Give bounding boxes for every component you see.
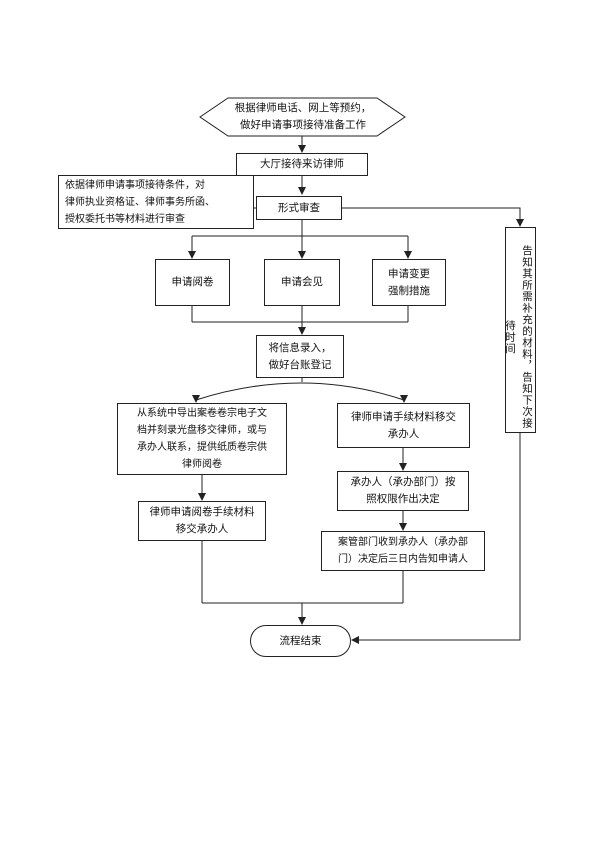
formal-review-node: 形式审查 bbox=[256, 196, 342, 220]
arrow-review-to-sidenote bbox=[342, 207, 524, 227]
arrow-sidenote-to-end bbox=[351, 433, 521, 644]
start-hexagon-shape bbox=[199, 97, 406, 137]
review-note-box: 依据律师申请事项接待条件，对 律师执业资格证、律师事务所函、 授权委托书等材料进… bbox=[58, 175, 254, 229]
record-node: 将信息录入， 做好台账登记 bbox=[256, 335, 344, 378]
transfer-read-node: 律师申请阅卷手续材料 移交承办人 bbox=[138, 501, 266, 541]
side-note-box: 告知其所需补充的材料，告知下次接待时间 bbox=[504, 227, 536, 433]
decide-node: 承办人（承办部门）按 照权限作出决定 bbox=[337, 471, 469, 511]
export-files-node: 从系统中导出案卷卷宗电子文 档并刻录光盘移交律师，或与 承办人联系，提供纸质卷宗… bbox=[117, 403, 287, 475]
reception-node: 大厅接待来访律师 bbox=[236, 153, 368, 176]
branch-read-node: 申请阅卷 bbox=[155, 259, 230, 306]
arc-split bbox=[195, 382, 405, 401]
transfer-apply-node: 律师申请手续材料移交 承办人 bbox=[337, 403, 470, 448]
branch-change-node: 申请变更 强制措施 bbox=[372, 259, 446, 306]
end-node: 流程结束 bbox=[250, 625, 351, 657]
start-node: 根据律师电话、网上等预约， 做好申请事项接待准备工作 bbox=[234, 102, 372, 131]
branch-meet-node: 申请会见 bbox=[264, 259, 340, 306]
notify-node: 案管部门收到承办人（承办部 门）决定后三日内告知申请人 bbox=[321, 531, 485, 571]
